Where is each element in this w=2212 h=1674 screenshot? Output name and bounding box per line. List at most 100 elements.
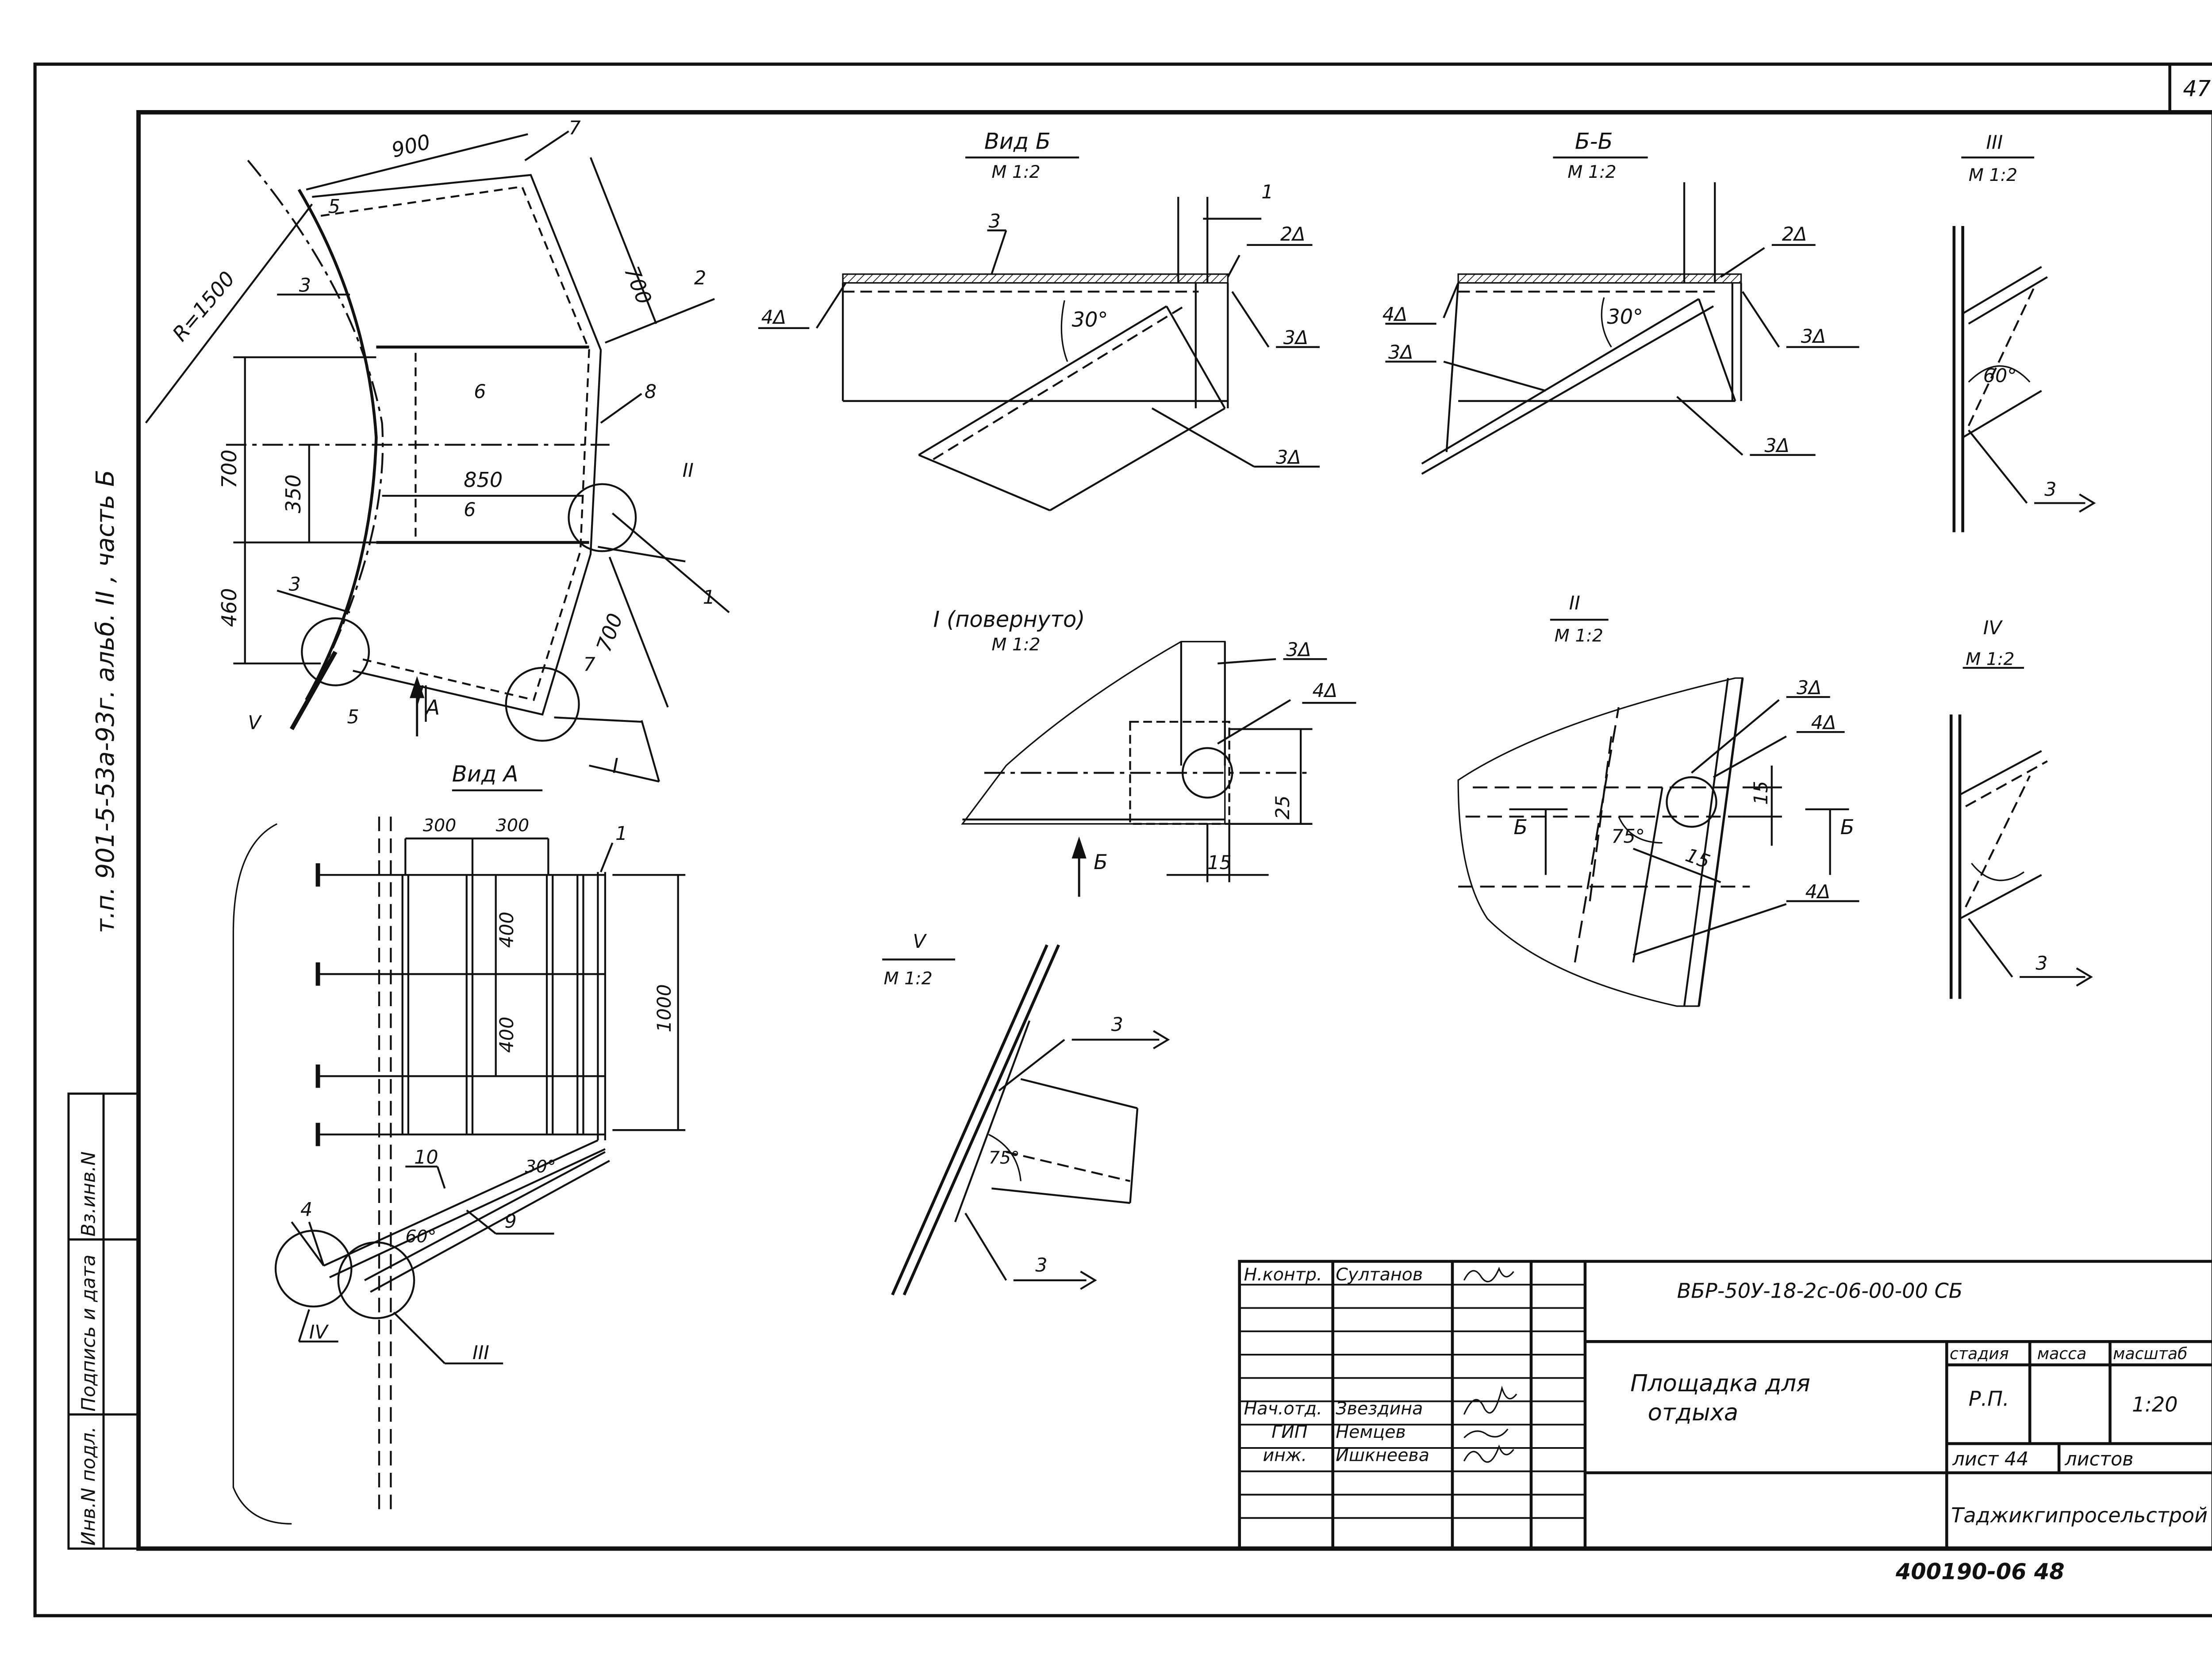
view-b-title: Вид Б [984, 128, 1051, 154]
plan-dim-900: 900 [389, 130, 433, 162]
plan-dim-850: 850 [464, 468, 503, 492]
plan-mark-5-top: 5 [328, 195, 340, 218]
plan-mark-5-bottom: 5 [347, 706, 359, 728]
plan-mark-3-bottom: 3 [289, 573, 301, 595]
plan-mark-7-top: 7 [569, 117, 581, 139]
view-b-scale: М 1:2 [991, 162, 1040, 182]
detail-1-arrow-label: Б [1094, 850, 1108, 874]
section-bb-scale: М 1:2 [1567, 162, 1616, 182]
title-scale-value: 1:20 [2132, 1393, 2178, 1417]
view-b-mark-2d: 2Δ [1280, 223, 1306, 245]
plan-mark-6-bottom: 6 [464, 499, 476, 521]
plan-mark-8: 8 [645, 381, 657, 403]
view-b-mark-3d-2: 3Δ [1276, 446, 1301, 468]
detail-1-drawing [961, 641, 1356, 882]
view-a-dim-300-1: 300 [423, 815, 456, 835]
detail-2-section-b-right: Б [1840, 815, 1855, 839]
view-a-dim-300-2: 300 [496, 815, 529, 835]
title-block-grid [1238, 1260, 2212, 1550]
section-bb-mark-3d-3: 3Δ [1764, 435, 1790, 457]
detail-1-mark-3d: 3Δ [1286, 639, 1311, 661]
view-a-mark-9: 9 [504, 1210, 516, 1233]
view-b-mark-3d-1: 3Δ [1283, 327, 1309, 349]
plan-mark-6-top: 6 [474, 381, 486, 403]
plan-dim-700-left: 700 [217, 449, 241, 488]
detail-2-section-b-left: Б [1513, 815, 1528, 839]
detail-1-mark-4d: 4Δ [1313, 680, 1338, 702]
side-stamp-3: Вз.инв.N [77, 1151, 100, 1237]
sheet-frame [33, 62, 2212, 1617]
side-note: т.п. 901-5-53а-93г. альб. II , часть Б [91, 470, 120, 933]
view-a-mark-4: 4 [300, 1199, 312, 1221]
side-stamp [67, 1092, 140, 1550]
title-role-n-kontr: Н.контр. [1244, 1264, 1322, 1285]
title-person-ishkneeva: Ишкнеева [1336, 1445, 1429, 1466]
title-sheet: лист 44 [1952, 1448, 2029, 1471]
title-col-mass: масса [2037, 1344, 2087, 1363]
side-stamp-1: Инв.N подл. [77, 1426, 100, 1545]
plan-mark-2: 2 [694, 267, 706, 289]
detail-1-dim-25: 25 [1272, 795, 1294, 820]
plan-dim-350: 350 [281, 474, 305, 513]
detail-3-angle: 60° [1983, 365, 2017, 387]
view-a-mark-1: 1 [615, 823, 627, 845]
detail-2-angle: 75° [1611, 826, 1645, 848]
detail-1-scale: М 1:2 [991, 634, 1040, 655]
arrow-b-icon [1071, 836, 1087, 897]
title-role-inzh: инж. [1263, 1445, 1307, 1466]
signatures [1463, 1267, 1517, 1463]
view-a-drawing [232, 789, 686, 1525]
view-b-mark-4d: 4Δ [761, 306, 787, 329]
section-bb-title: Б-Б [1575, 128, 1613, 154]
detail-2-mark-4d-2: 4Δ [1805, 881, 1831, 903]
detail-2-mark-3d: 3Δ [1797, 677, 1822, 699]
view-a-mark-III: III [472, 1342, 489, 1364]
detail-2-dim-15-v: 15 [1750, 781, 1772, 805]
detail-5-drawing [882, 944, 1170, 1296]
detail-2-drawing [1457, 619, 1859, 1007]
title-role-nach-otd: Нач.отд. [1244, 1398, 1322, 1419]
title-role-gip: ГИП [1271, 1422, 1307, 1442]
detail-5-scale: М 1:2 [883, 968, 932, 988]
view-a-angle-30: 30° [525, 1157, 556, 1177]
plan-mark-1: 1 [703, 586, 715, 609]
title-sheets: листов [2064, 1448, 2133, 1471]
detail-4-title: IV [1983, 617, 2003, 639]
section-bb-angle: 30° [1607, 305, 1643, 329]
title-col-scale: масштаб [2113, 1344, 2187, 1363]
title-person-nemtsev: Немцев [1336, 1422, 1406, 1442]
detail-4-mark: 3 [2035, 953, 2047, 975]
side-stamp-2: Подпись и дата [77, 1255, 100, 1412]
title-person-sultanov: Султанов [1336, 1264, 1423, 1285]
detail-3-scale: М 1:2 [1969, 165, 2017, 185]
detail-5-mark-top: 3 [1111, 1014, 1123, 1036]
plan-mark-II: II [683, 460, 694, 482]
view-a-title: Вид А [452, 761, 518, 787]
view-b-mark-1: 1 [1261, 181, 1273, 203]
detail-2-mark-4d-1: 4Δ [1811, 712, 1836, 734]
view-a-dim-1000: 1000 [653, 984, 676, 1032]
view-a-mark-10: 10 [414, 1146, 438, 1168]
sheet-number: 47 [2183, 76, 2211, 102]
view-a-dim-400-2: 400 [496, 1017, 518, 1053]
title-org: Таджикгипросельстрой [1951, 1503, 2208, 1527]
plan-dim-700-right: 700 [591, 610, 627, 655]
title-col-stage: стадия [1950, 1344, 2009, 1363]
arrow-a-icon [410, 676, 425, 737]
view-b-mark-3: 3 [989, 210, 1001, 232]
plan-mark-I: I [612, 754, 618, 778]
title-name-line2: отдыха [1648, 1399, 1739, 1426]
section-bb-mark-3d-1: 3Δ [1388, 341, 1413, 364]
section-bb-mark-2d: 2Δ [1782, 223, 1807, 245]
plan-radius: R=1500 [168, 267, 239, 346]
plan-arrow-label: A [424, 696, 440, 720]
detail-1-dim-15: 15 [1207, 852, 1232, 874]
plan-mark-7-bottom: 7 [583, 654, 595, 676]
plan-drawing [145, 130, 730, 783]
detail-1-title: I (повернуто) [933, 607, 1085, 632]
title-person-zvezdina: Звездина [1336, 1398, 1423, 1419]
view-b-angle: 30° [1072, 308, 1108, 332]
plan-mark-3-top: 3 [299, 274, 311, 296]
view-a-angle-60: 60° [405, 1226, 436, 1247]
